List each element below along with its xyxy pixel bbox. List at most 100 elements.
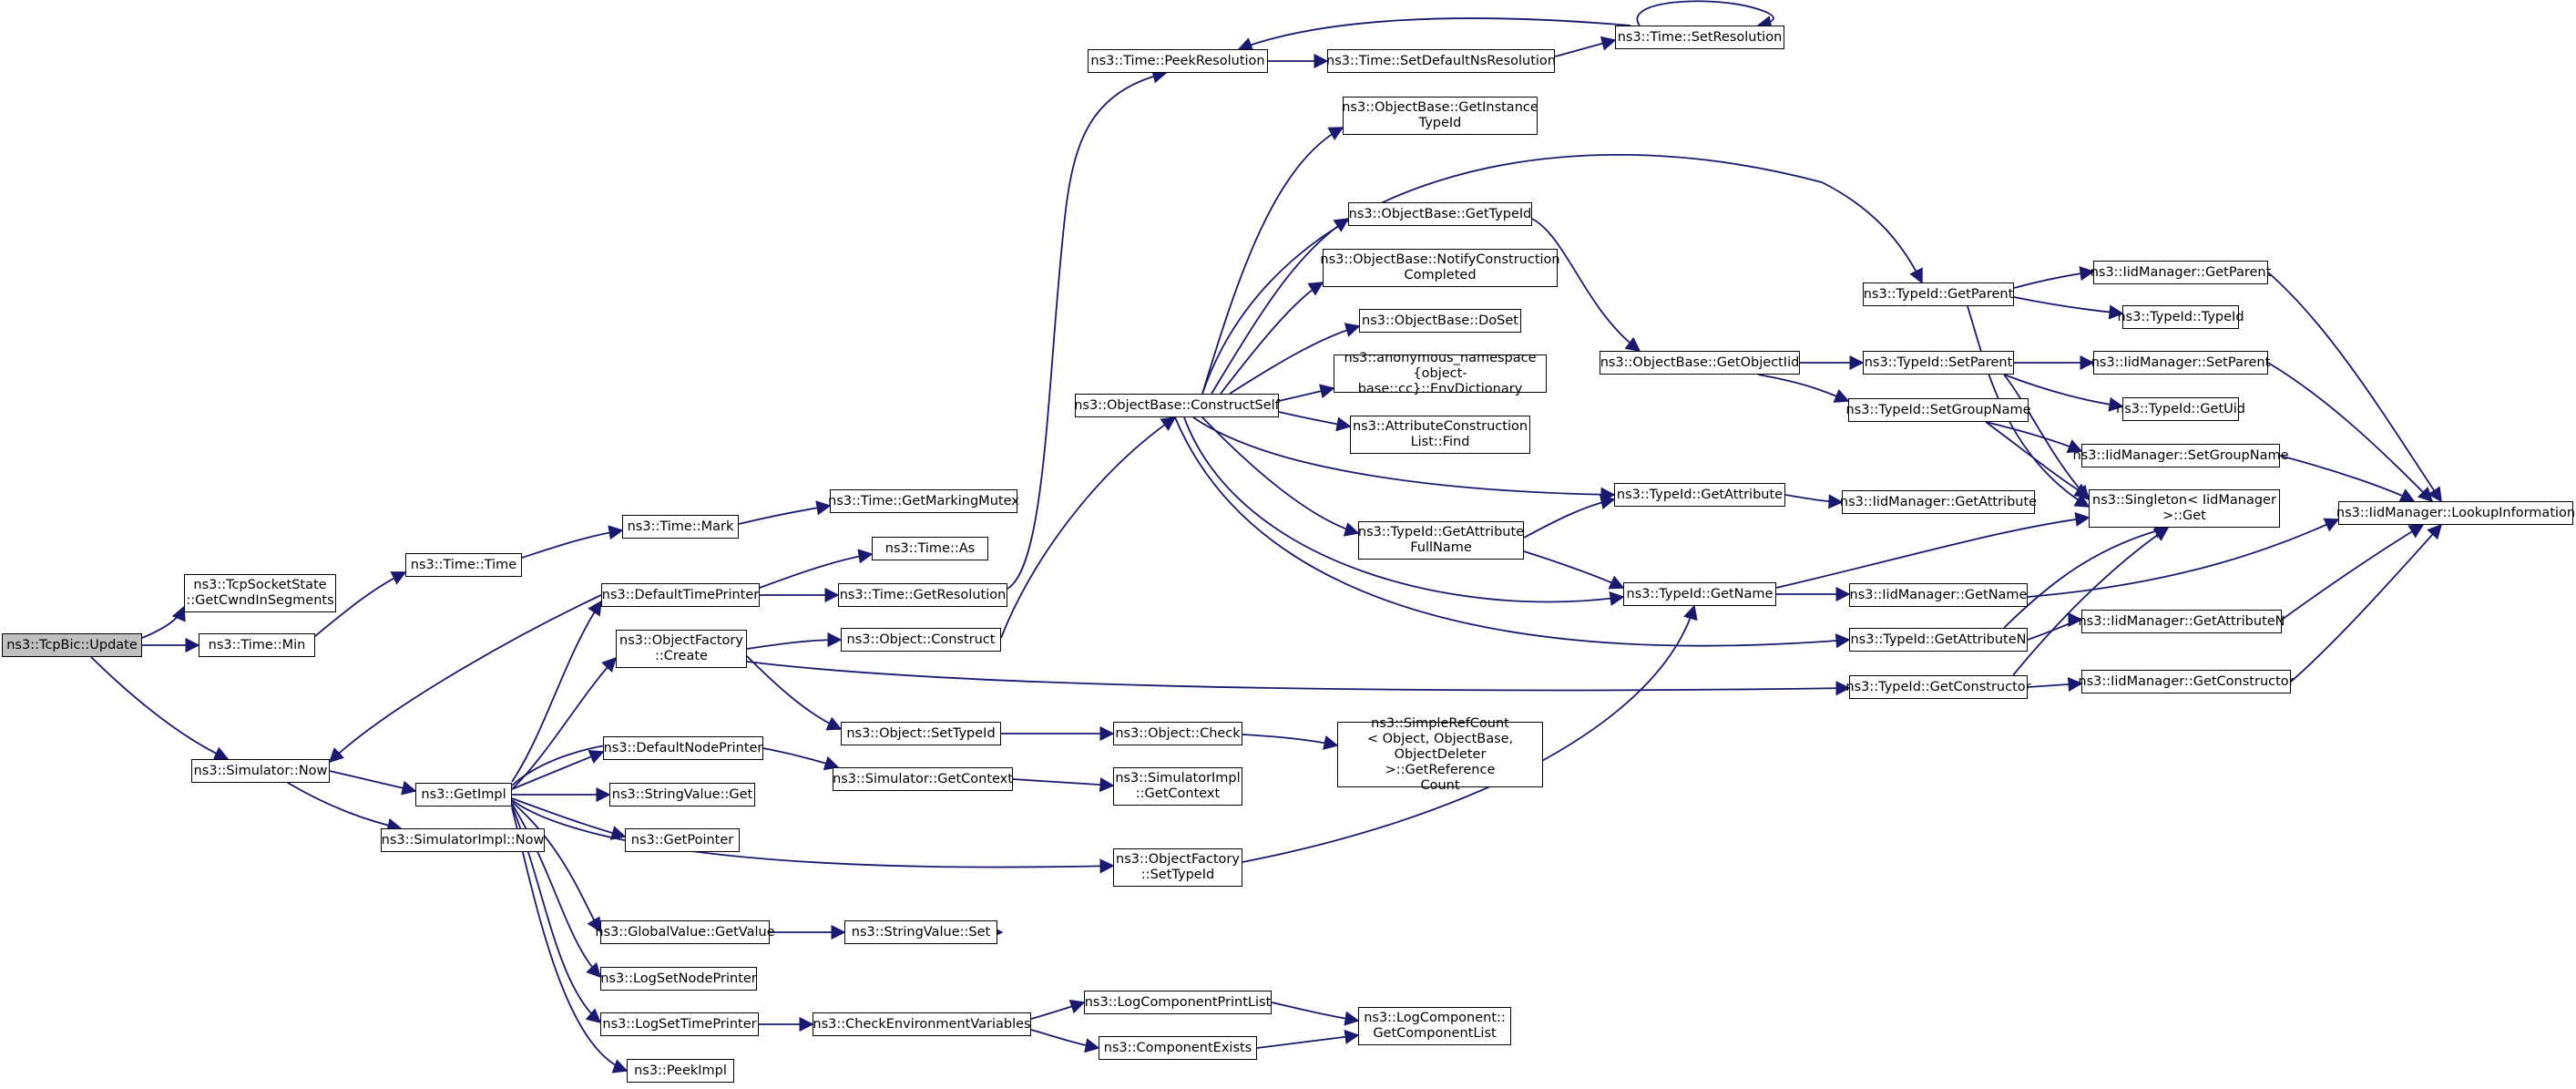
node-simulator-getcontext[interactable]: ns3::Simulator::GetContext (833, 767, 1013, 791)
call-edge (2290, 523, 2443, 683)
call-edge (1985, 421, 2090, 498)
call-edge (1554, 36, 1617, 57)
node-globalvalue-getvalue[interactable]: ns3::GlobalValue::GetValue (595, 920, 775, 944)
node-defaulttimeprinter[interactable]: ns3::DefaultTimePrinter (601, 583, 760, 607)
node-attributeconstructionlist-find[interactable]: ns3::AttributeConstruction List::Find (1350, 416, 1530, 454)
call-edge (141, 605, 186, 639)
node-checkenvironmentvariables[interactable]: ns3::CheckEnvironmentVariables (813, 1012, 1031, 1036)
call-edge (1636, 0, 1774, 31)
node-logsetnodeprinter[interactable]: ns3::LogSetNodePrinter (600, 967, 757, 991)
node-typeid-getparent[interactable]: ns3::TypeId::GetParent (1863, 283, 2014, 306)
call-edge (2027, 676, 2083, 693)
call-edge (2013, 266, 2095, 289)
node-iidmanager-lookupinformation[interactable]: ns3::IidManager::LookupInformation (2336, 501, 2575, 525)
node-objectfactory-settypeid[interactable]: ns3::ObjectFactory ::SetTypeId (1113, 848, 1242, 887)
node-typeid-getname[interactable]: ns3::TypeId::GetName (1623, 582, 1776, 606)
node-objectbase-getobjectiid[interactable]: ns3::ObjectBase::GetObjectIid (1600, 351, 1800, 375)
call-edge (1523, 495, 1616, 539)
node-getcwndinsegments[interactable]: ns3::TcpSocketState ::GetCwndInSegments (184, 574, 336, 612)
node-envdictionary[interactable]: ns3::anonymous_namespace {object-base::c… (1334, 351, 1547, 396)
node-typeid-getuid[interactable]: ns3::TypeId::GetUid (2116, 397, 2245, 421)
node-stringvalue-get[interactable]: ns3::StringValue::Get (609, 783, 755, 806)
call-edge (1211, 218, 1350, 395)
call-edge (1531, 218, 1641, 352)
node-tcpbic-update[interactable]: ns3::TcpBic::Update (2, 633, 142, 657)
node-object-settypeid[interactable]: ns3::Object::SetTypeId (841, 722, 1001, 745)
call-edge (1201, 416, 1360, 537)
node-simulatorimpl-now[interactable]: ns3::SimulatorImpl::Now (381, 828, 545, 852)
node-simulatorimpl-getcontext[interactable]: ns3::SimulatorImpl ::GetContext (1113, 767, 1242, 806)
call-edge (1237, 17, 1631, 52)
call-edge (2279, 455, 2416, 502)
node-iidmanager-getattributen[interactable]: ns3::IidManager::GetAttributeN (2078, 610, 2285, 633)
node-typeid-getattributen[interactable]: ns3::TypeId::GetAttributeN (1849, 628, 2028, 652)
call-edge (521, 525, 624, 559)
call-edge (1030, 1029, 1100, 1053)
node-time-mark[interactable]: ns3::Time::Mark (622, 515, 739, 539)
node-iidmanager-setparent[interactable]: ns3::IidManager::SetParent (2091, 351, 2270, 375)
node-objectbase-getinstancetypeid[interactable]: ns3::ObjectBase::GetInstance TypeId (1342, 97, 1538, 135)
node-time-peekresolution[interactable]: ns3::Time::PeekResolution (1088, 49, 1268, 73)
call-edge (1278, 411, 1352, 432)
call-edge (1007, 68, 1168, 590)
node-typeid-getattributefullname[interactable]: ns3::TypeId::GetAttribute FullName (1358, 521, 1524, 560)
node-objectbase-notifyconstructioncompleted[interactable]: ns3::ObjectBase::NotifyConstruction Comp… (1320, 249, 1560, 287)
node-peekimpl[interactable]: ns3::PeekImpl (627, 1059, 734, 1083)
node-componentexists[interactable]: ns3::ComponentExists (1099, 1036, 1257, 1060)
call-edge (1523, 550, 1625, 590)
node-time-as[interactable]: ns3::Time::As (872, 537, 988, 560)
node-objectbase-constructself[interactable]: ns3::ObjectBase::ConstructSelf (1074, 394, 1280, 417)
call-edge (1229, 323, 1361, 395)
call-edge (314, 571, 407, 637)
node-object-check[interactable]: ns3::Object::Check (1113, 722, 1242, 745)
node-time-time[interactable]: ns3::Time::Time (405, 553, 522, 577)
node-time-getresolution[interactable]: ns3::Time::GetResolution (838, 583, 1007, 607)
call-edge (511, 799, 1115, 874)
node-simulator-now[interactable]: ns3::Simulator::Now (191, 759, 330, 783)
call-edge (1242, 734, 1339, 750)
node-typeid-setgroupname[interactable]: ns3::TypeId::SetGroupName (1845, 398, 2031, 422)
node-iidmanager-getattribute[interactable]: ns3::IidManager::GetAttribute (1840, 490, 2037, 514)
call-edge (328, 594, 602, 764)
call-edge (2003, 523, 2170, 629)
node-typeid-getattribute[interactable]: ns3::TypeId::GetAttribute (1614, 483, 1785, 507)
call-edge (1183, 416, 1625, 607)
node-singleton-iidmanager-get[interactable]: ns3::Singleton< IidManager >::Get (2089, 489, 2280, 528)
node-getimpl[interactable]: ns3::GetImpl (415, 783, 512, 806)
node-objectfactory-create[interactable]: ns3::ObjectFactory ::Create (616, 630, 747, 668)
call-edge (746, 655, 843, 731)
call-edge (1201, 127, 1344, 395)
node-defaultnodeprinter[interactable]: ns3::DefaultNodePrinter (603, 736, 763, 760)
call-edge (759, 549, 874, 589)
call-edge (511, 797, 627, 840)
call-edge (329, 770, 417, 796)
node-stringvalue-set[interactable]: ns3::StringValue::Set (844, 920, 997, 944)
node-logsettimeprinter[interactable]: ns3::LogSetTimePrinter (600, 1012, 759, 1036)
node-time-getmarkingmutex[interactable]: ns3::Time::GetMarkingMutex (828, 489, 1019, 513)
node-typeid-setparent[interactable]: ns3::TypeId::SetParent (1863, 351, 2014, 375)
node-iidmanager-getname[interactable]: ns3::IidManager::GetName (1849, 583, 2028, 607)
call-edge (1192, 416, 1616, 502)
node-time-setdefaultnsresolution[interactable]: ns3::Time::SetDefaultNsResolution (1326, 49, 1556, 73)
node-iidmanager-getparent[interactable]: ns3::IidManager::GetParent (2090, 261, 2271, 284)
node-objectbase-gettypeid[interactable]: ns3::ObjectBase::GetTypeId (1348, 202, 1532, 226)
node-typeid-getconstructor[interactable]: ns3::TypeId::GetConstructor (1845, 675, 2031, 699)
node-logcomponentprintlist[interactable]: ns3::LogComponentPrintList (1084, 991, 1272, 1014)
call-edge (511, 750, 605, 790)
node-object-construct[interactable]: ns3::Object::Construct (841, 628, 1001, 652)
node-getpointer[interactable]: ns3::GetPointer (625, 828, 740, 852)
call-edge (2013, 296, 2124, 320)
call-edge (1000, 416, 1177, 639)
node-objectbase-doset[interactable]: ns3::ObjectBase::DoSet (1359, 309, 1521, 333)
call-edge (511, 656, 618, 790)
node-typeid-typeid[interactable]: ns3::TypeId::TypeId (2117, 305, 2244, 329)
node-time-setresolution[interactable]: ns3::Time::SetResolution (1615, 26, 1784, 49)
node-iidmanager-getconstructor[interactable]: ns3::IidManager::GetConstructor (2078, 670, 2295, 693)
node-iidmanager-setgroupname[interactable]: ns3::IidManager::SetGroupName (2072, 444, 2289, 467)
node-time-min[interactable]: ns3::Time::Min (199, 633, 315, 657)
call-edge (287, 782, 403, 833)
call-edge (2267, 362, 2434, 503)
node-simplerefcount-getreferencecount[interactable]: ns3::SimpleRefCount < Object, ObjectBase… (1337, 716, 1543, 793)
node-logcomponent-getcomponentlist[interactable]: ns3::LogComponent:: GetComponentList (1358, 1007, 1511, 1045)
call-edge (1201, 154, 1923, 395)
